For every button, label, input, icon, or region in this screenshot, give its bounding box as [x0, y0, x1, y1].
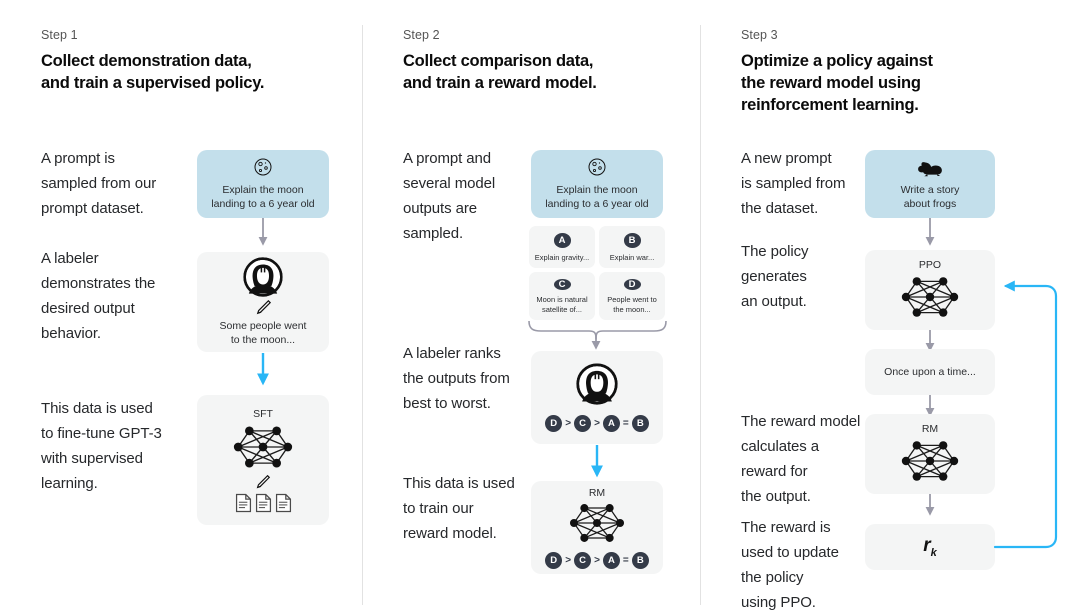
step-2-paragraph-2: A labeler ranks the outputs from best to…: [403, 345, 510, 412]
rank-badge-1: D: [545, 415, 563, 432]
step-2-label: Step 2: [403, 28, 440, 42]
rank-badge-3: A: [602, 551, 620, 569]
option-text-c: Moon is natural satellite of...: [536, 295, 588, 314]
step-2-ranking-box[interactable]: D > C > A = B: [531, 351, 663, 444]
step-1-prompt-box[interactable]: Explain the moon landing to a 6 year old: [197, 150, 329, 218]
step-2-reward-model-box[interactable]: RM D > C > A = B: [531, 481, 663, 574]
step-3-column: Step 3 Optimize a policy against the rew…: [700, 0, 1080, 614]
neural-network-icon: [901, 276, 959, 318]
rank-badge-2: C: [574, 415, 592, 432]
step-3-output-box[interactable]: Once upon a time...: [865, 349, 995, 395]
step-3-arrow-2: [925, 330, 935, 352]
step-2-paragraph-3: This data is used to train our reward mo…: [403, 475, 515, 542]
rank-badge-4: B: [631, 551, 649, 569]
neural-network-icon: [233, 425, 293, 468]
step-3-feedback-loop: [993, 280, 1058, 549]
step-2-ranking-row: D > C > A = B: [545, 415, 649, 432]
step-2-prompt-box[interactable]: Explain the moon landing to a 6 year old: [531, 150, 663, 218]
step-1-paragraph-2: A labeler demonstrates the desired outpu…: [41, 250, 156, 342]
step-3-arrow-3: [925, 395, 935, 417]
step-1-paragraph-3: This data is used to fine-tune GPT-3 wit…: [41, 400, 162, 492]
step-1-arrow-2-highlight: [257, 353, 269, 386]
rank-badge-2: C: [574, 551, 592, 569]
step-2-merge-arrow: [528, 320, 667, 350]
step-1-title: Collect demonstration data, and train a …: [41, 52, 265, 92]
step-1-labeler-caption: Some people went to the moon...: [219, 320, 307, 346]
option-card-c[interactable]: C Moon is natural satellite of...: [529, 272, 595, 320]
labeler-avatar-icon: [243, 257, 283, 297]
rank-op-2: >: [594, 418, 600, 429]
step-1-labeler-box[interactable]: Some people went to the moon...: [197, 252, 329, 352]
rank-badge-1: D: [545, 551, 563, 569]
step-2-paragraph-1: A prompt and several model outputs are s…: [403, 150, 496, 242]
moon-icon: [254, 158, 272, 176]
step-1-column: Step 1 Collect demonstration data, and t…: [0, 0, 362, 614]
step-3-prompt-caption: Write a story about frogs: [900, 183, 960, 210]
step-3-rm-tag: RM: [921, 423, 939, 435]
step-2-title: Collect comparison data, and train a rew…: [403, 52, 597, 92]
option-badge-a: A: [553, 233, 571, 248]
step-3-label: Step 3: [741, 28, 778, 42]
column-divider-1: [362, 25, 363, 605]
step-1-sft-tag: SFT: [253, 407, 273, 420]
rank-op-2: >: [594, 554, 600, 566]
rank-op-1: >: [565, 418, 572, 429]
rank-op-1: >: [565, 554, 572, 566]
moon-icon: [588, 158, 606, 176]
step-2-column: Step 2 Collect comparison data, and trai…: [362, 0, 700, 614]
rank-op-3: =: [622, 418, 629, 429]
option-badge-b: B: [623, 233, 641, 248]
step-1-paragraph-1: A prompt is sampled from our prompt data…: [41, 150, 157, 217]
pencil-icon: [257, 474, 270, 488]
step-3-paragraph-3: The reward model calculates a reward for…: [741, 413, 861, 505]
step-1-sft-box[interactable]: SFT: [197, 395, 329, 525]
step-3-arrow-1: [925, 218, 935, 246]
pencil-icon: [256, 300, 271, 314]
step-2-rm-tag: RM: [588, 486, 606, 499]
neural-network-icon: [569, 502, 625, 543]
step-2-arrow-highlight: [591, 445, 603, 478]
rank-badge-4: B: [631, 415, 649, 432]
step-2-prompt-caption: Explain the moon landing to a 6 year old: [545, 184, 649, 210]
step-3-output-caption: Once upon a time...: [884, 366, 976, 378]
option-card-a[interactable]: A Explain gravity...: [529, 226, 595, 268]
step-1-arrow-1: [258, 218, 268, 246]
rank-badge-3: A: [602, 415, 620, 432]
step-3-prompt-box[interactable]: Write a story about frogs: [865, 150, 995, 218]
neural-network-icon: [901, 440, 959, 482]
step-1-prompt-caption: Explain the moon landing to a 6 year old: [211, 184, 315, 210]
option-text-d: People went to the moon...: [607, 295, 657, 314]
option-badge-d: D: [623, 279, 641, 290]
step-3-reward-value-box[interactable]: rk: [865, 524, 995, 570]
frog-icon: [918, 161, 942, 176]
step-3-ppo-tag: PPO: [918, 259, 942, 271]
option-text-a: Explain gravity...: [534, 252, 590, 262]
rank-op-3: =: [622, 554, 629, 566]
option-card-d[interactable]: D People went to the moon...: [599, 272, 665, 320]
step-3-title: Optimize a policy against the reward mod…: [741, 52, 933, 114]
step-3-paragraph-2: The policy generates an output.: [741, 243, 809, 310]
step-3-policy-box[interactable]: PPO: [865, 250, 995, 330]
documents-icon: [235, 493, 292, 513]
step-3-paragraph-4: The reward is used to update the policy …: [741, 519, 839, 611]
column-divider-2: [700, 25, 701, 605]
step-3-paragraph-1: A new prompt is sampled from the dataset…: [741, 150, 846, 217]
option-text-b: Explain war...: [609, 252, 655, 262]
step-2-rm-ranking-row: D > C > A = B: [545, 551, 649, 569]
step-1-label: Step 1: [41, 28, 78, 42]
step-3-arrow-4: [925, 494, 935, 516]
option-card-b[interactable]: B Explain war...: [599, 226, 665, 268]
labeler-avatar-icon: [576, 363, 618, 405]
step-3-reward-model-box[interactable]: RM: [865, 414, 995, 494]
option-badge-c: C: [553, 279, 571, 290]
reward-symbol: rk: [923, 535, 937, 559]
